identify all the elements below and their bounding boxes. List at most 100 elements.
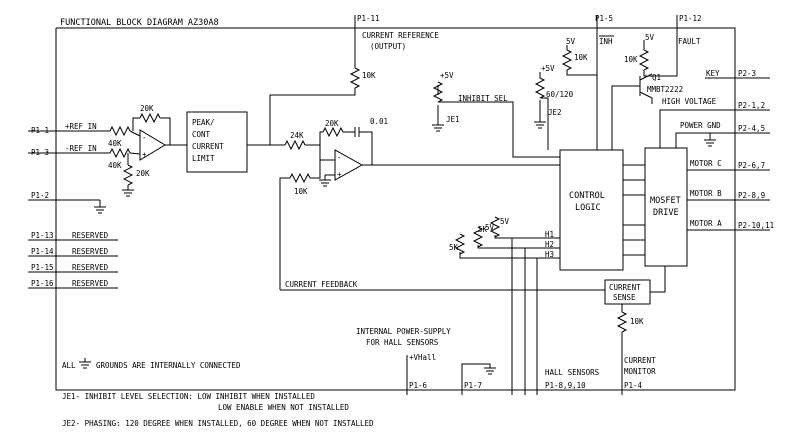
resistor-40k-b bbox=[109, 148, 131, 158]
reserved-2: RESERVED bbox=[72, 247, 109, 256]
label-5v-h2: 5V bbox=[500, 217, 510, 226]
label-vhall: +VHall bbox=[409, 353, 436, 362]
label-40k-b: 40K bbox=[108, 161, 122, 170]
mosfet-drive-block bbox=[644, 147, 688, 267]
logic-line-1: CONTROL bbox=[569, 191, 605, 201]
label-20k-fb: 20K bbox=[140, 104, 154, 113]
pin-p1-6: P1-6 bbox=[409, 381, 428, 390]
label-5v-inh: 5V bbox=[566, 37, 576, 46]
pin-p1-12: P1-12 bbox=[679, 14, 702, 23]
logic-line-2: LOGIC bbox=[575, 203, 601, 213]
label-current-reference: CURRENT REFERENCE bbox=[362, 31, 439, 40]
pin-p1-11: P1-11 bbox=[357, 14, 380, 23]
label-40k-a: 40K bbox=[108, 139, 122, 148]
reserved-4: RESERVED bbox=[72, 279, 109, 288]
reserved-3: RESERVED bbox=[72, 263, 109, 272]
label-5k-1: 5K bbox=[449, 243, 459, 252]
label-internal-ps-2: FOR HALL SENSORS bbox=[366, 338, 439, 347]
label-h1: H1 bbox=[545, 230, 554, 239]
pin-p2-8-9: P2-8,9 bbox=[738, 191, 765, 200]
label-10k-fault: 10K bbox=[624, 55, 638, 64]
label-je1: JE1 bbox=[446, 115, 460, 124]
pin-p2-4-5: P2-4,5 bbox=[738, 124, 765, 133]
svg-text:-: - bbox=[337, 153, 342, 162]
limit-line-1: PEAK/ bbox=[192, 118, 215, 127]
label-ref-minus: -REF IN bbox=[65, 144, 97, 153]
drive-line-1: MOSFET bbox=[650, 196, 681, 206]
pin-p1-2: P1-2 bbox=[31, 191, 49, 200]
label-inh: INH bbox=[599, 37, 613, 46]
label-high-voltage: HIGH VOLTAGE bbox=[662, 97, 717, 106]
label-current-monitor-2: MONITOR bbox=[624, 367, 656, 376]
label-q1: Q1 bbox=[652, 73, 661, 82]
drive-line-2: DRIVE bbox=[653, 208, 679, 218]
label-5k-2: 5K bbox=[478, 225, 488, 234]
limit-line-3: CURRENT bbox=[192, 142, 224, 151]
svg-text:+: + bbox=[337, 170, 342, 179]
pin-p1-13: P1-13 bbox=[31, 231, 54, 240]
label-je2: JE2 bbox=[548, 108, 562, 117]
diagram-title: FUNCTIONAL BLOCK DIAGRAM AZ30A8 bbox=[60, 18, 219, 28]
label-ref-plus: +REF IN bbox=[65, 122, 97, 131]
label-mmbt2222: MMBT2222 bbox=[647, 85, 683, 94]
label-power-gnd: POWER GND bbox=[680, 121, 721, 130]
pin-p1-14: P1-14 bbox=[31, 247, 54, 256]
note-je2: JE2- PHASING: 120 DEGREE WHEN INSTALLED,… bbox=[62, 419, 374, 428]
label-24k: 24K bbox=[290, 131, 304, 140]
label-motor-c: MOTOR C bbox=[690, 159, 722, 168]
pin-p2-10-11: P2-10,11 bbox=[738, 221, 774, 230]
reserved-1: RESERVED bbox=[72, 231, 109, 240]
note-je1-b: LOW ENABLE WHEN NOT INSTALLED bbox=[218, 403, 349, 412]
pin-p1-1: P1-1 bbox=[31, 126, 49, 135]
svg-text:+: + bbox=[142, 150, 147, 159]
label-10k-fb: 10K bbox=[294, 187, 308, 196]
error-opamp bbox=[334, 149, 364, 181]
label-fault: FAULT bbox=[678, 37, 701, 46]
limit-line-2: CONT bbox=[192, 130, 211, 139]
pin-p1-7: P1-7 bbox=[464, 381, 482, 390]
label-grounds-connected: GROUNDS ARE INTERNALLY CONNECTED bbox=[96, 361, 241, 370]
label-5v-h: 5V bbox=[485, 223, 495, 232]
current-sense-block bbox=[604, 279, 651, 305]
label-10k-ref: 10K bbox=[362, 71, 376, 80]
module-border bbox=[55, 27, 736, 391]
label-60-120: 60/120 bbox=[546, 90, 574, 99]
current-limit-block bbox=[186, 111, 248, 173]
pin-p1-4: P1-4 bbox=[624, 381, 643, 390]
label-cap: 0.01 bbox=[370, 117, 388, 126]
pin-p1-16: P1-16 bbox=[31, 279, 54, 288]
label-inhibit-sel: INHIBIT SEL bbox=[458, 94, 508, 103]
label-output: (OUTPUT) bbox=[370, 42, 406, 51]
label-motor-a: MOTOR A bbox=[690, 219, 722, 228]
label-5v-je2: +5V bbox=[541, 64, 555, 73]
sense-line-2: SENSE bbox=[613, 293, 636, 302]
pin-p2-6-7: P2-6,7 bbox=[738, 161, 765, 170]
label-key: KEY bbox=[706, 69, 720, 78]
label-current-feedback: CURRENT FEEDBACK bbox=[285, 280, 358, 289]
input-opamp bbox=[139, 129, 166, 161]
label-h3: H3 bbox=[545, 250, 554, 259]
pin-p2-3: P2-3 bbox=[738, 69, 756, 78]
ground-symbol-legend bbox=[78, 361, 92, 369]
pin-p1-5: P1-5 bbox=[595, 14, 613, 23]
svg-text:-: - bbox=[142, 133, 147, 142]
pin-p2-1-2: P2-1,2 bbox=[738, 101, 765, 110]
label-5v-fault: 5V bbox=[645, 33, 655, 42]
label-current-monitor-1: CURRENT bbox=[624, 356, 656, 365]
pin-p1-15: P1-15 bbox=[31, 263, 54, 272]
pin-p1-3: P1-3 bbox=[31, 148, 49, 157]
control-logic-block bbox=[559, 149, 624, 271]
label-20k-ea: 20K bbox=[325, 119, 339, 128]
label-20k-gnd: 20K bbox=[136, 169, 150, 178]
label-10k-inh: 10K bbox=[574, 53, 588, 62]
label-5v-je1: +5V bbox=[440, 71, 454, 80]
sense-line-1: CURRENT bbox=[609, 283, 641, 292]
limit-line-4: LIMIT bbox=[192, 154, 215, 163]
label-10k-sense: 10K bbox=[630, 317, 644, 326]
resistor-40k-a bbox=[109, 126, 131, 136]
label-h2: H2 bbox=[545, 240, 554, 249]
note-je1: JE1- INHIBIT LEVEL SELECTION: LOW INHIBI… bbox=[62, 392, 315, 401]
label-hall-sensors: HALL SENSORS bbox=[545, 368, 600, 377]
pin-p1-8-9-10: P1-8,9,10 bbox=[545, 381, 586, 390]
